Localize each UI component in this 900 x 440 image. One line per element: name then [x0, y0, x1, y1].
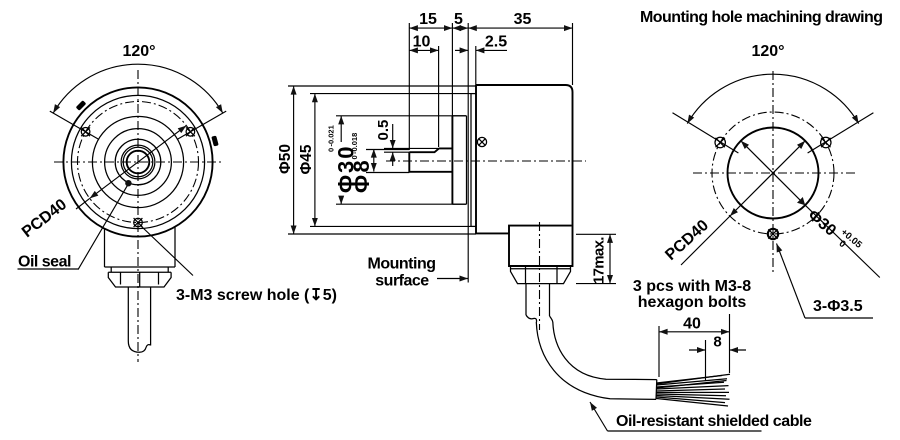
svg-text:hexagon bolts: hexagon bolts [638, 294, 747, 311]
svg-text:5: 5 [454, 11, 463, 28]
svg-text:3-M3 screw hole (↧5): 3-M3 screw hole (↧5) [176, 287, 337, 304]
svg-text:0: 0 [350, 155, 359, 159]
svg-text:Φ30: Φ30 [334, 144, 359, 193]
svg-text:3-Φ3.5: 3-Φ3.5 [813, 298, 863, 315]
svg-text:Mounting hole machining drawin: Mounting hole machining drawing [640, 9, 883, 26]
svg-text:PCD40: PCD40 [19, 196, 70, 241]
svg-text:40: 40 [683, 316, 701, 333]
svg-text:120°: 120° [122, 43, 155, 60]
svg-text:-0.021: -0.021 [327, 125, 336, 146]
svg-text:Oil-resistant shielded cable: Oil-resistant shielded cable [616, 413, 812, 430]
svg-text:-0.018: -0.018 [350, 133, 359, 154]
svg-text:17max.: 17max. [591, 237, 608, 284]
svg-text:Mounting: Mounting [368, 256, 436, 273]
svg-text:Φ30: Φ30 [804, 207, 839, 240]
svg-text:120°: 120° [751, 43, 784, 60]
svg-text:35: 35 [514, 11, 532, 28]
svg-text:0.5: 0.5 [375, 120, 392, 141]
svg-text:10: 10 [413, 34, 431, 51]
svg-text:0: 0 [837, 238, 848, 250]
svg-text:3 pcs with M3-8: 3 pcs with M3-8 [633, 278, 751, 295]
svg-text:2.5: 2.5 [485, 34, 507, 51]
svg-text:Φ45: Φ45 [298, 144, 315, 174]
svg-text:8: 8 [713, 334, 721, 351]
svg-text:15: 15 [419, 11, 437, 28]
svg-text:Φ8: Φ8 [349, 158, 374, 193]
svg-text:Φ50: Φ50 [277, 144, 294, 174]
svg-text:Oil seal: Oil seal [18, 254, 71, 271]
svg-text:0: 0 [327, 148, 336, 152]
svg-text:PCD40: PCD40 [662, 217, 712, 264]
svg-text:surface: surface [375, 273, 429, 290]
